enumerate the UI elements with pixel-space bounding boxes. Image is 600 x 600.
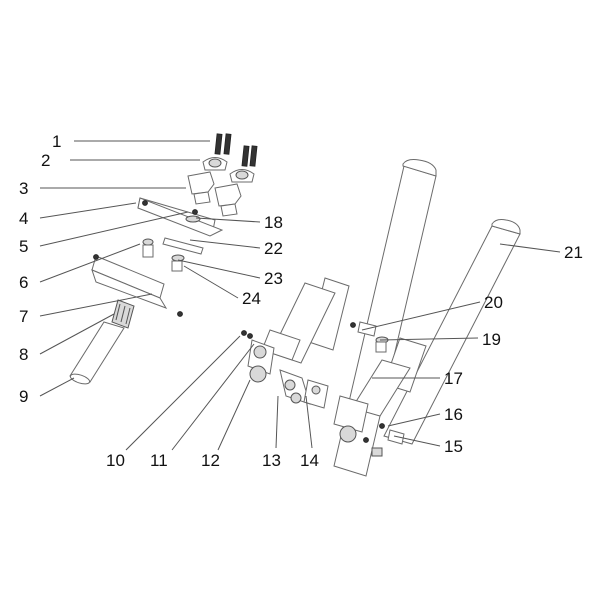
part-9-stem-tube — [69, 321, 125, 385]
callout-4: 4 — [19, 209, 28, 228]
callout-6: 6 — [19, 273, 28, 292]
callout-18: 18 — [264, 213, 283, 232]
callout-10: 10 — [106, 451, 125, 470]
callout-8: 8 — [19, 345, 28, 364]
right-lower-fittings — [339, 423, 405, 457]
left-lower-fittings — [241, 330, 275, 383]
callout-7: 7 — [19, 307, 28, 326]
callout-20: 20 — [484, 293, 503, 312]
part-2-clamp-caps — [202, 157, 255, 183]
callout-14: 14 — [300, 451, 319, 470]
parts-drawing — [69, 133, 521, 477]
part-18-washer — [185, 215, 201, 223]
callout-15: 15 — [444, 437, 463, 456]
callout-2: 2 — [41, 151, 50, 170]
part-4-upper-triple-clamp — [137, 197, 224, 237]
part-8-stem-knurl — [111, 299, 135, 329]
callout-21: 21 — [564, 243, 583, 262]
callout-22: 22 — [264, 239, 283, 258]
callout-13: 13 — [262, 451, 281, 470]
callout-16: 16 — [444, 405, 463, 424]
callout-23: 23 — [264, 269, 283, 288]
callout-12: 12 — [201, 451, 220, 470]
part-6-7-lower-triple-clamp — [91, 254, 183, 317]
part-3-risers — [187, 171, 242, 217]
callout-17: 17 — [444, 369, 463, 388]
callout-labels: 1 2 3 4 5 6 7 8 9 10 11 12 13 14 15 16 1… — [19, 132, 583, 470]
leader-lines — [39, 140, 561, 451]
part-1-bolts — [214, 133, 258, 167]
callout-5: 5 — [19, 237, 28, 256]
callout-3: 3 — [19, 179, 28, 198]
callout-24: 24 — [242, 289, 261, 308]
callout-11: 11 — [150, 451, 168, 470]
part-13-brake-caliper — [279, 369, 311, 405]
callout-1: 1 — [52, 132, 61, 151]
stem-hardware — [142, 238, 185, 272]
callout-9: 9 — [19, 387, 28, 406]
part-14-caliper-bracket — [303, 379, 329, 409]
part-22-plate — [162, 237, 204, 255]
callout-19: 19 — [482, 330, 501, 349]
